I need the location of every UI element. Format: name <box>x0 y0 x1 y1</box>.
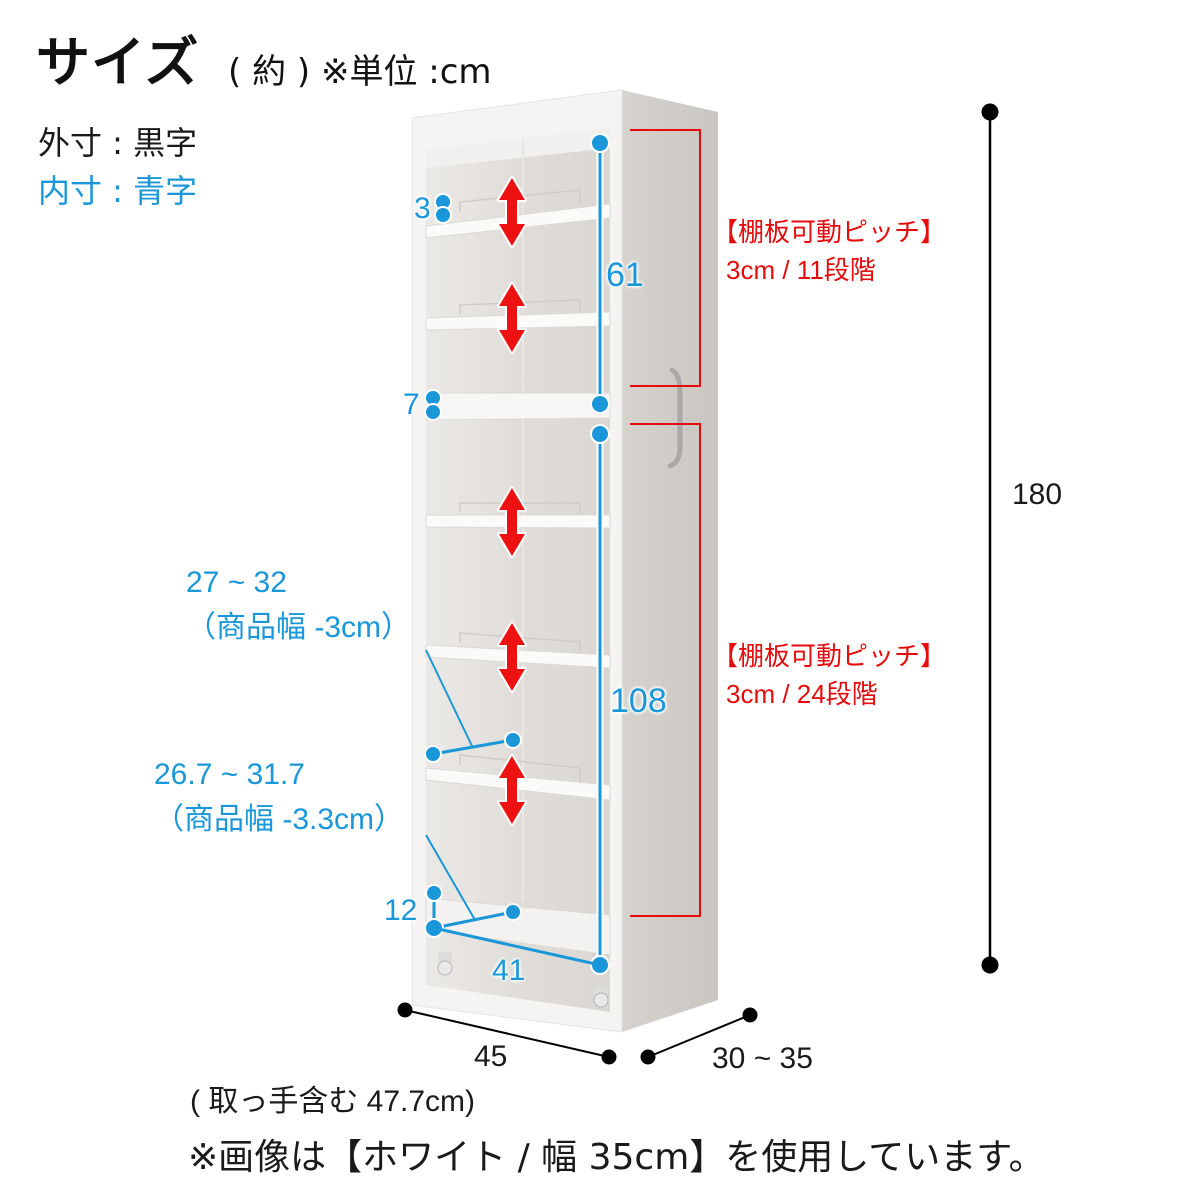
lower-pitch-label: 【棚板可動ピッチ】 <box>712 641 947 671</box>
cabinet-front <box>411 89 683 1033</box>
outer-width-label: 45 <box>474 1040 508 1073</box>
shelf-thickness-label: 3 <box>414 192 431 225</box>
outer-height-label: 180 <box>1012 478 1063 511</box>
outer-dimension-lines <box>397 103 999 1065</box>
lower-depth-range: 26.7 ~ 31.7 <box>154 758 305 791</box>
outer-width-note: ( 取っ手含む 47.7cm) <box>190 1085 476 1118</box>
lower-depth-note: （商品幅 -3.3cm） <box>154 803 405 836</box>
lower-pitch-value: 3cm / 24段階 <box>726 679 878 709</box>
image-color-note: ※画像は【ホワイト / 幅 35cm】を使用しています。 <box>188 1137 1045 1178</box>
upper-depth-note: （商品幅 -3cm） <box>186 611 411 644</box>
legend-inner-dimensions: 内寸 : 青字 <box>38 172 198 210</box>
caster-icon <box>437 952 609 1008</box>
outer-depth-label: 30 ~ 35 <box>712 1042 813 1075</box>
unit-note: ( 約 ) ※単位 :cm <box>228 52 492 92</box>
upper-depth-range: 27 ~ 32 <box>186 566 287 599</box>
lower-height-label: 108 <box>610 682 667 720</box>
fixed-shelf-thickness-label: 7 <box>403 388 420 421</box>
page-title: サイズ <box>36 31 200 94</box>
upper-height-label: 61 <box>606 256 644 294</box>
bottom-height-label: 12 <box>384 894 418 927</box>
inner-width-label: 41 <box>492 954 526 987</box>
upper-pitch-label: 【棚板可動ピッチ】 <box>712 217 947 247</box>
inner-dimension-lines <box>424 133 610 975</box>
legend-outer-dimensions: 外寸 : 黒字 <box>38 124 198 162</box>
cabinet-side-panel <box>622 90 718 1032</box>
pitch-bracket-lower <box>630 423 701 917</box>
pitch-bracket-upper <box>630 129 701 387</box>
upper-pitch-value: 3cm / 11段階 <box>726 255 876 285</box>
